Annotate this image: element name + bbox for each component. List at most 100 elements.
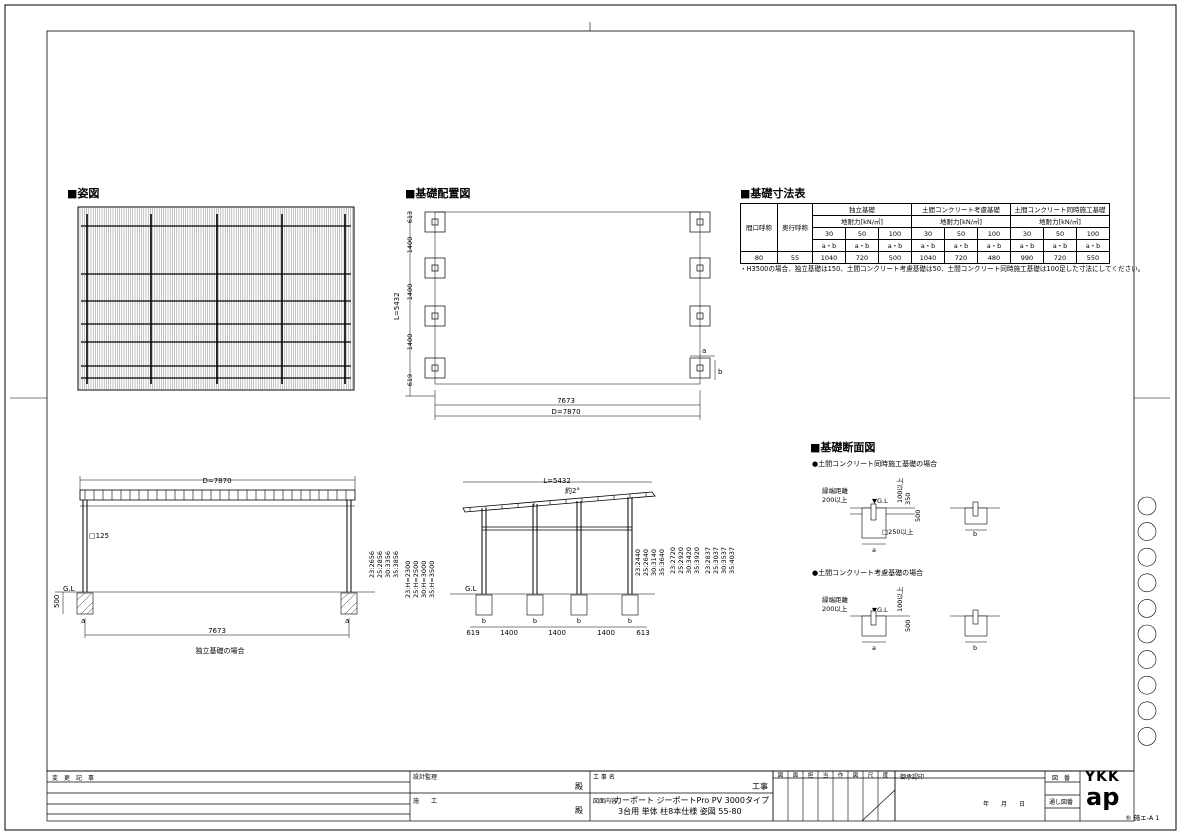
table-note: ・H3500の場合、独立基礎は150、土間コンクリート考慮基礎は50、土間コンク… <box>740 265 1145 273</box>
layout-plan-drawing: L=5432 7673 D=7870 a b 61314001400140061… <box>393 211 723 420</box>
front-depth: 500 <box>53 595 61 608</box>
front-D: D=7870 <box>202 477 231 485</box>
footing-square <box>689 305 711 327</box>
side-height-dim: 23:2837 <box>704 547 712 574</box>
side-bottom-dim: 1400 <box>548 629 566 637</box>
side-height-dim: 23:2720 <box>669 547 677 574</box>
post-square <box>431 364 439 372</box>
revision-circle <box>1137 522 1157 541</box>
post-square <box>431 264 439 272</box>
post-square <box>431 218 439 226</box>
side-b-label: b <box>577 617 581 625</box>
tb-col-label: 度 <box>883 771 889 779</box>
drawing-line2: 3台用 単体 柱8本仕様 姿図 55-80 <box>618 807 742 816</box>
revision-circle <box>1137 650 1157 669</box>
sec1-500: 500 <box>914 510 922 522</box>
front-caption: 独立基礎の場合 <box>196 646 245 655</box>
side-footing <box>621 594 639 616</box>
side-bottom-dim: 619 <box>466 629 479 637</box>
revision-circle <box>1137 675 1157 695</box>
side-footing <box>475 594 493 616</box>
side-bottom-dim: 1400 <box>500 629 518 637</box>
header-depth: 奥行呼称 <box>777 203 813 252</box>
change-label: 変 更 記 事 <box>52 775 95 782</box>
layout-a-label: a <box>702 347 706 355</box>
brand-logo-bottom: ap <box>1086 783 1120 811</box>
front-a-right: a <box>345 617 349 625</box>
side-height-dim: 25:2920 <box>677 547 685 574</box>
side-bottom-dim: 613 <box>636 629 649 637</box>
post-square <box>696 218 704 226</box>
side-height-dim: 35:3856 <box>392 551 400 578</box>
foundation-table: 間口呼称 奥行呼称 独立基礎 土間コンクリート考慮基礎 土間コンクリート同時施工… <box>740 203 1110 264</box>
sec1-gl: ▼G.L <box>872 497 888 505</box>
revision-circle <box>1137 599 1157 618</box>
work-name-label: 工 事 名 <box>593 774 615 781</box>
kouji-label: 工事 <box>752 782 768 791</box>
side-height-dim: 35:H=3500 <box>428 561 436 598</box>
layout-side-label: L=5432 <box>393 292 401 320</box>
post-square <box>431 312 439 320</box>
construct-label: 施 工 <box>413 798 438 805</box>
footing-square <box>424 257 446 279</box>
sec2-edge: 縁端距離 <box>822 595 849 604</box>
layout-row-dim: 1400 <box>406 237 414 254</box>
side-height-dim: 25:2856 <box>376 551 384 578</box>
revision-circle <box>1137 624 1157 644</box>
layout-total-width: D=7870 <box>551 408 580 416</box>
side-height-dim: 25:H=2500 <box>412 561 420 598</box>
tb-col-label: 作 <box>838 771 844 779</box>
sec2-500: 500 <box>904 620 912 632</box>
drawing-line1: カーポート ジーポートPro PV 3000タイプ <box>614 796 769 805</box>
front-elevation: D=7870 □125 G.L 500 7673 a a 独立基礎の場合 <box>53 476 375 655</box>
side-height-dim: 25:3037 <box>712 547 720 574</box>
footing-square <box>689 257 711 279</box>
sec2-b: b <box>973 644 977 652</box>
layout-row-dim: 613 <box>406 211 414 223</box>
tb-col-label: 図 <box>853 772 859 779</box>
side-slope: 約2° <box>565 486 580 495</box>
brand-logo-top: YKK <box>1085 769 1120 785</box>
perspective-heading: ■姿図 <box>67 187 100 200</box>
value-cell: 55 <box>777 251 813 264</box>
footing-square <box>424 357 446 379</box>
side-height-dim: 35:4037 <box>728 547 736 574</box>
revision-circle <box>1137 573 1157 593</box>
front-span: 7673 <box>208 627 226 635</box>
post-square <box>696 264 704 272</box>
sec1-100: 100以上 <box>895 477 904 503</box>
side-height-dim: 35:3640 <box>658 549 666 576</box>
side-height-dim: 23:H=2300 <box>404 561 412 598</box>
side-b-label: b <box>482 617 486 625</box>
zuban-label: 図 番 <box>1052 775 1071 782</box>
tb-col-label: 尺 <box>868 772 874 779</box>
sec1-250: □250以上 <box>882 527 914 536</box>
side-height-dim: 30:3537 <box>720 547 728 574</box>
side-height-dim: 35:3920 <box>693 547 701 574</box>
sec1-b: b <box>973 530 977 538</box>
side-height-dim: 25:2640 <box>642 549 650 576</box>
side-height-dim: 23:2656 <box>368 551 376 578</box>
tb-col-label: 面 <box>793 772 799 779</box>
side-height-dim: 30:H=3000 <box>420 561 428 598</box>
tb-col-label: 担 <box>808 771 814 779</box>
revision-circle <box>1137 496 1157 516</box>
side-bottom-dim: 1400 <box>597 629 615 637</box>
value-cell: 990 <box>1010 251 1044 264</box>
footing-square <box>424 305 446 327</box>
design-dono: 殿 <box>575 782 583 791</box>
side-height-dim: 30:3140 <box>650 549 658 576</box>
side-b-label: b <box>533 617 537 625</box>
sec1-edge: 縁端距離 <box>822 486 849 495</box>
revision-circle <box>1137 547 1157 567</box>
sheet-number: ® 施エ-A 1 <box>1125 814 1160 822</box>
post-square <box>696 364 704 372</box>
revision-circles <box>1137 496 1157 746</box>
revision-circle <box>1137 727 1157 746</box>
side-gl: G.L <box>465 585 477 593</box>
side-height-dim: 30:3420 <box>685 547 693 574</box>
front-a-left: a <box>81 617 85 625</box>
layout-heading: ■基礎配置図 <box>405 187 471 200</box>
